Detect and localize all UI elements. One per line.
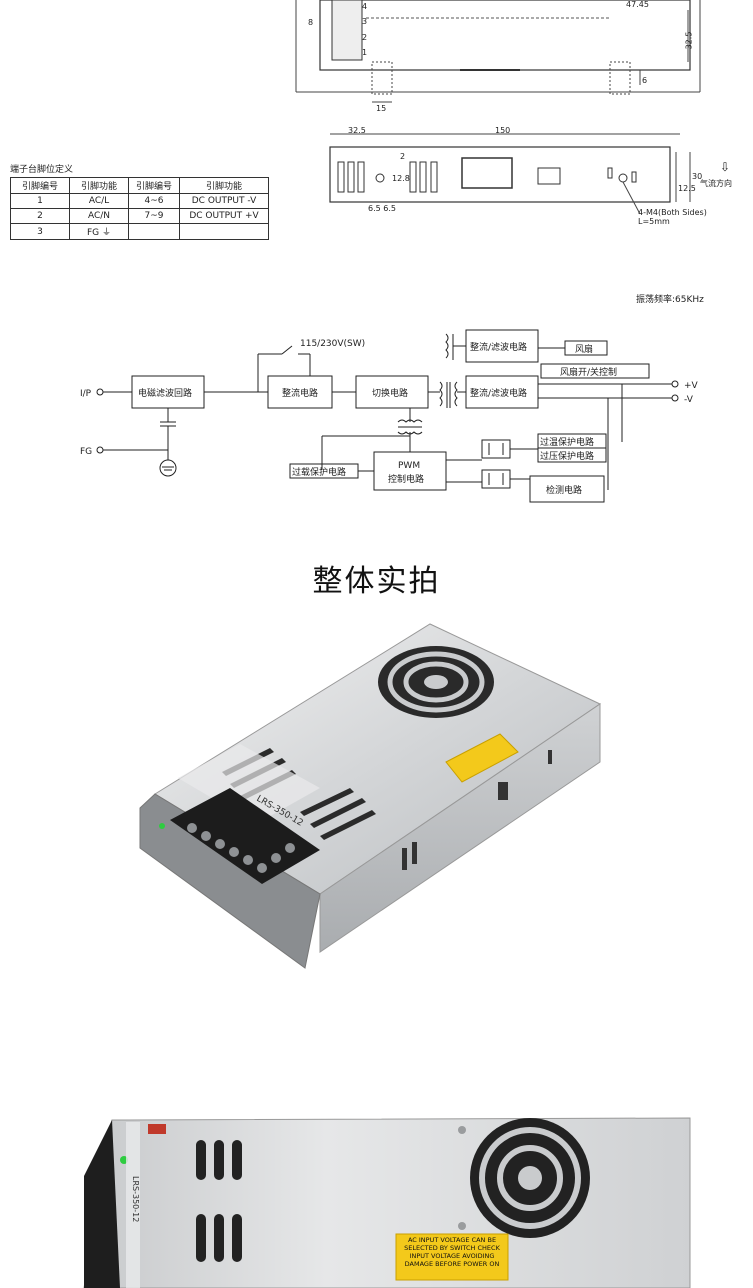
airflow-label: 气流方向: [700, 179, 732, 188]
fg-label: FG: [80, 447, 92, 457]
dim-15: 15: [376, 104, 387, 113]
vminus-label: -V: [684, 395, 694, 405]
table-cell: FG ⏚: [69, 223, 129, 240]
table-cell: 1: [10, 193, 70, 209]
terminal-number-2: 2: [362, 33, 368, 42]
table-cell: DC OUTPUT -V: [179, 193, 269, 209]
table-cell: AC/N: [69, 208, 129, 224]
top-view-drawing: 4 3 2 1 47.45 32.5 15 6 8: [290, 0, 710, 120]
model-label-2: LRS-350-12: [131, 1176, 140, 1222]
switching-box: 切换电路: [372, 387, 408, 399]
dim-30: 30: [692, 172, 703, 181]
terminal-number-1: 1: [362, 48, 368, 57]
rect-filter-main-box: 整流/滤波电路: [470, 387, 527, 399]
product-photo-1: LRS-350-12: [139, 623, 602, 969]
pin-table: 引脚编号 引脚功能 引脚编号 引脚功能 1 AC/L 4~6 DC OUTPUT…: [10, 177, 269, 240]
terminal-block: [170, 788, 320, 884]
dim-150: 150: [495, 126, 511, 135]
section-title: 整体实拍: [312, 564, 441, 599]
terminal-number-4: 4: [362, 2, 368, 11]
fan-control-box: 风扇开/关控制: [560, 366, 617, 378]
overload-box: 过载保护电路: [292, 466, 346, 478]
overvolt-box: 过压保护电路: [540, 450, 594, 462]
table-row: 3 FG ⏚: [10, 223, 269, 240]
table-cell: DC OUTPUT +V: [179, 208, 269, 224]
table-cell: [179, 223, 269, 240]
overtemp-box: 过温保护电路: [540, 436, 594, 448]
table-cell: [128, 223, 180, 240]
warning-label: [445, 733, 519, 783]
dim-47-45: 47.45: [626, 0, 649, 9]
pin-table-section: 端子台脚位定义 引脚编号 引脚功能 引脚编号 引脚功能 1 AC/L 4~6 D…: [10, 162, 269, 240]
table-cell: 7~9: [128, 208, 180, 224]
rect-filter-top-box: 整流/滤波电路: [470, 341, 527, 353]
frequency-note: 振荡频率:65KHz: [636, 295, 704, 305]
dim-6: 6: [642, 76, 648, 85]
table-row: 2 AC/N 7~9 DC OUTPUT +V: [10, 208, 269, 224]
fan-grille-icon-2: [470, 1118, 590, 1238]
power-led-icon: [159, 823, 165, 829]
table-header-row: 引脚编号 引脚功能 引脚编号 引脚功能: [10, 177, 269, 194]
warning-text: AC INPUT VOLTAGE CAN BE SELECTED BY SWIT…: [404, 1236, 500, 1268]
table-cell: 2: [10, 208, 70, 224]
table-cell: 3: [10, 223, 70, 240]
switch-label: 115/230V(SW): [300, 339, 365, 349]
pwm-label: PWM: [398, 461, 420, 471]
table-header: 引脚编号: [128, 177, 180, 194]
pin-table-title: 端子台脚位定义: [10, 165, 74, 175]
airflow-arrow-icon: ⇩: [720, 160, 731, 174]
fan-box: 风扇: [575, 343, 593, 355]
side-view-drawing: 32.5 150 2 12.8 6.5 6.5 12.5 30 ⇩ 气流方向 4…: [320, 122, 740, 226]
pwm-control-label: 控制电路: [388, 473, 424, 485]
dim-6-5: 6.5 6.5: [368, 204, 396, 213]
rectifier-box: 整流电路: [282, 387, 318, 399]
dim-left-32-5: 32.5: [348, 126, 366, 135]
dim-2: 2: [400, 152, 406, 161]
ip-label: I/P: [80, 389, 92, 399]
table-row: 1 AC/L 4~6 DC OUTPUT -V: [10, 193, 269, 209]
terminal-number-3: 3: [362, 17, 368, 26]
screw-note: 4-M4(Both Sides) L=5mm: [638, 208, 707, 226]
product-photo-2: LRS-350-12 AC INPUT VOLTAGE CAN BE SELEC…: [83, 1117, 691, 1288]
warning-label-2: [395, 1233, 509, 1281]
block-diagram-svg: I/P FG 115/230V(SW) 电磁滤波回路 整流电路 切换电路 整流/…: [80, 329, 699, 503]
dim-12-5: 12.5: [678, 184, 696, 193]
dim-12-8: 12.8: [392, 174, 410, 183]
detect-box: 检测电路: [546, 484, 582, 496]
dim-8: 8: [308, 18, 314, 27]
vent-slots-2: [196, 1140, 242, 1262]
table-cell: 4~6: [128, 193, 180, 209]
fan-grille-icon: [378, 646, 494, 718]
table-header: 引脚功能: [69, 177, 129, 194]
dim-32-5-right: 32.5: [684, 31, 694, 50]
top-view-svg: [295, 0, 701, 103]
side-view-svg: [329, 133, 691, 215]
brand-logo: [148, 1124, 166, 1134]
table-cell: AC/L: [69, 193, 129, 209]
table-header: 引脚编号: [10, 177, 70, 194]
vplus-label: +V: [684, 381, 699, 391]
emi-filter-box: 电磁滤波回路: [138, 387, 192, 399]
table-header: 引脚功能: [179, 177, 269, 194]
